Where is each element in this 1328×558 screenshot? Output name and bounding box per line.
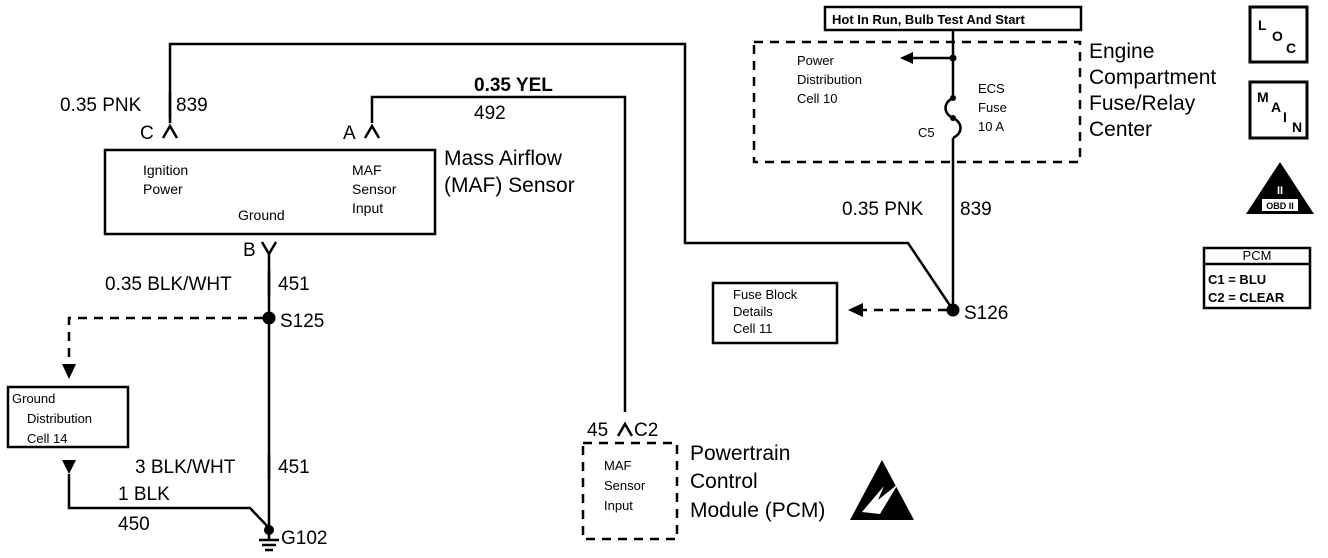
fuse-block-arrow-icon	[848, 303, 863, 317]
power-dist-line-2: Distribution	[797, 72, 862, 87]
pcm-title-2: Control	[690, 470, 758, 493]
svg-text:OBD II: OBD II	[1266, 201, 1294, 211]
maf-ignition-line-2: Power	[143, 181, 183, 197]
maf-sensor-title-1: Mass Airflow	[444, 147, 563, 170]
maf-pin-a: A	[343, 123, 356, 144]
ground-dist-box	[6, 385, 130, 449]
pcm-pin-45: 45	[587, 420, 608, 441]
ecs-fuse-line-1: ECS	[978, 81, 1005, 96]
wire-blk-wht-top-num: 451	[278, 274, 310, 295]
fuse-block-line-2: Details	[733, 304, 773, 319]
svg-text:I: I	[1283, 109, 1287, 125]
pcm-legend-c1: C1 = BLU	[1208, 272, 1266, 287]
fuse-relay-title-2: Compartment	[1089, 66, 1216, 89]
fuse-block-box	[711, 281, 839, 345]
fuse-relay-center-box	[752, 40, 1082, 164]
svg-text:M: M	[1257, 89, 1269, 105]
maf-pin-c: C	[140, 123, 154, 144]
svg-text:C: C	[1286, 40, 1296, 56]
ground-dist-arrow-icon	[62, 364, 76, 379]
maf-ignition-line-1: Ignition	[143, 162, 188, 178]
fuse-block-line-1: Fuse Block	[733, 287, 798, 302]
splice-s125: S125	[280, 311, 324, 332]
wire-yel-label: 0.35 YEL	[474, 75, 553, 96]
fuse-block-line-3: Cell 11	[733, 321, 773, 336]
pin-b-connector-icon	[260, 241, 278, 257]
ground-dist-line-1: Ground	[12, 391, 55, 406]
ecs-fuse-line-3: 10 A	[978, 119, 1004, 134]
power-dist-line-3: Cell 10	[797, 91, 837, 106]
wire-blk-wht-bottom-label: 3 BLK/WHT	[135, 457, 236, 478]
esd-warning-icon	[850, 460, 914, 520]
fuse-relay-title-1: Engine	[1089, 40, 1154, 63]
power-dist-line-1: Power	[797, 53, 835, 68]
svg-text:L: L	[1258, 17, 1267, 33]
wire-yel-num: 492	[474, 103, 506, 124]
splice-s126: S126	[964, 303, 1008, 324]
fuse-relay-title-3: Fuse/Relay	[1089, 92, 1196, 115]
pcm-input-line-2: Sensor	[604, 478, 646, 493]
pcm-title-1: Powertrain	[690, 442, 790, 465]
svg-text:O: O	[1272, 28, 1283, 44]
ecs-fuse-line-2: Fuse	[978, 100, 1007, 115]
ground-dist-line-2: Distribution	[27, 411, 92, 426]
loc-icon: L O C	[1248, 5, 1309, 64]
wire-pnk-right-num: 839	[960, 199, 992, 220]
wire-blk-label: 1 BLK	[118, 484, 170, 505]
pcm-legend-header: PCM	[1243, 248, 1272, 263]
fuse-relay-title-4: Center	[1089, 118, 1152, 141]
wire-blk-wht-top-label: 0.35 BLK/WHT	[105, 274, 232, 295]
maf-ground-label: Ground	[238, 207, 285, 223]
pcm-input-line-1: MAF	[604, 458, 632, 473]
obd-ii-icon: II OBD II	[1246, 162, 1314, 214]
pcm-title-3: Module (PCM)	[690, 499, 825, 522]
wire-pnk-top-label: 0.35 PNK	[60, 95, 142, 116]
ground-symbol-icon	[259, 530, 279, 552]
maf-sensor-box	[103, 148, 437, 236]
wire-blk-wht-bottom-num: 451	[278, 457, 310, 478]
maf-pin-b: B	[243, 240, 256, 261]
wire-pnk-right-label: 0.35 PNK	[842, 199, 924, 220]
fuse-header: Hot In Run, Bulb Test And Start	[832, 12, 1025, 27]
pcm-legend-c2: C2 = CLEAR	[1208, 290, 1285, 305]
pcm-input-line-3: Input	[604, 498, 633, 513]
power-dist-arrow-icon	[900, 52, 913, 64]
wire-blk-num: 450	[118, 514, 150, 535]
pin-a-connector-icon	[363, 123, 381, 139]
maf-input-line-1: MAF	[352, 162, 382, 178]
pcm-connector-legend: PCM C1 = BLU C2 = CLEAR	[1202, 246, 1312, 310]
splice-s125-icon	[262, 311, 276, 325]
ground-g102: G102	[281, 528, 327, 549]
ground-dist-line-3: Cell 14	[27, 431, 67, 446]
maf-sensor-title-2: (MAF) Sensor	[444, 174, 575, 197]
svg-text:II: II	[1277, 185, 1283, 197]
wire-pnk-top-num: 839	[176, 95, 208, 116]
pcm-connector-icon	[616, 421, 634, 437]
svg-text:A: A	[1271, 99, 1281, 115]
main-icon: M A I N	[1248, 80, 1309, 140]
maf-input-line-3: Input	[352, 200, 383, 216]
svg-text:N: N	[1292, 119, 1302, 135]
ground-dist-down-arrow-icon	[62, 460, 76, 474]
pin-c-connector-icon	[161, 123, 179, 139]
maf-input-line-2: Sensor	[352, 181, 397, 197]
pcm-connector-c2: C2	[634, 420, 658, 441]
connector-c5: C5	[918, 125, 935, 140]
